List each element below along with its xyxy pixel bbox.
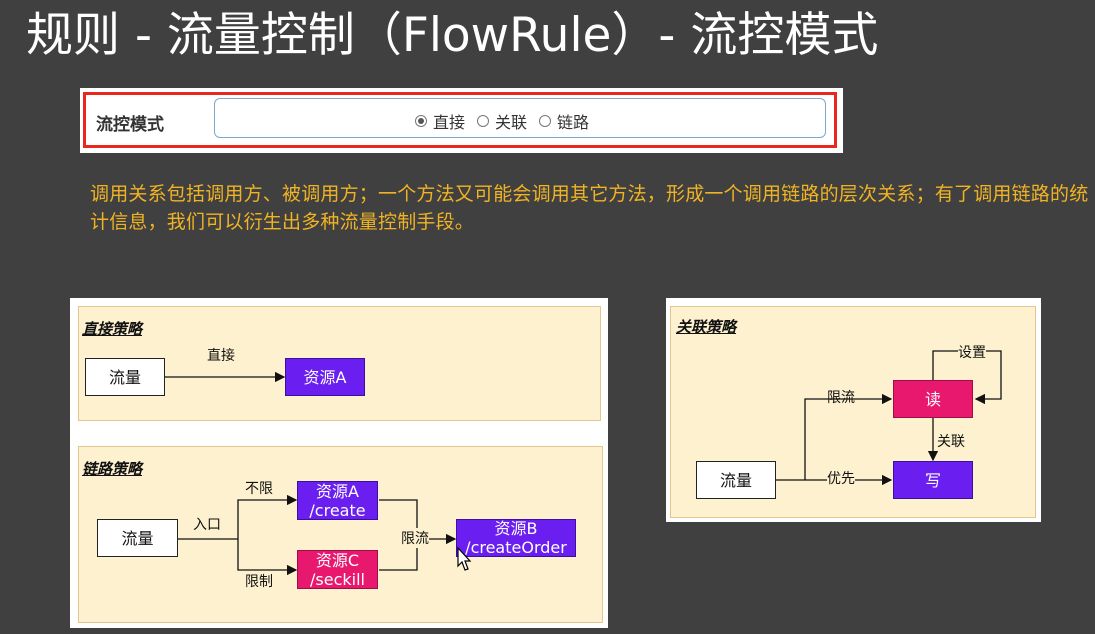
related-source-node: 流量	[696, 461, 776, 499]
chain-limit-edge-label: 限流	[401, 528, 429, 548]
chain-nodeA-line2: /create	[309, 500, 366, 520]
radio-unchecked-icon[interactable]	[539, 115, 552, 127]
read-node: 读	[893, 380, 973, 418]
direct-source-node: 流量	[85, 358, 165, 396]
chain-source-node: 流量	[97, 519, 178, 557]
radio-related-label: 关联	[495, 113, 528, 132]
related-set-edge-label: 设置	[958, 342, 986, 362]
chain-nodeB: 资源B /createOrder	[456, 519, 576, 557]
chain-nodeA: 资源A /create	[297, 481, 378, 520]
chain-nodeC-line2: /seckill	[310, 569, 365, 589]
direct-edges	[165, 371, 286, 383]
chain-nodeB-line2: /createOrder	[465, 538, 567, 557]
radio-checked-icon[interactable]	[415, 115, 427, 127]
radio-direct[interactable]: 直接	[415, 109, 465, 133]
direct-strategy-pane: 直接策略 流量 直接 资源A	[78, 306, 601, 421]
radio-chain-label: 链路	[557, 113, 590, 132]
chain-lower-edge-label: 限制	[245, 574, 273, 590]
chain-strategy-title: 链路策略	[82, 460, 143, 478]
description-text: 调用关系包括调用方、被调用方；一个方法又可能会调用其它方法，形成一个调用链路的层…	[90, 183, 1089, 233]
chain-entry-label: 入口	[193, 514, 221, 534]
radio-chain[interactable]: 链路	[539, 109, 589, 133]
radio-direct-label: 直接	[433, 113, 466, 132]
direct-edge-label: 直接	[207, 348, 235, 364]
flow-mode-field: 直接 关联 链路	[214, 98, 826, 138]
highlight-border	[83, 92, 837, 148]
direct-strategy-title: 直接策略	[82, 320, 143, 338]
chain-nodeA-line1: 资源A	[316, 481, 359, 501]
chain-nodeC: 资源C /seckill	[297, 550, 378, 589]
flow-mode-radio-group: 直接 关联 链路	[415, 109, 601, 133]
radio-related[interactable]: 关联	[477, 109, 527, 133]
direct-target-node: 资源A	[285, 358, 365, 396]
related-limit-edge-label: 限流	[827, 390, 855, 406]
chain-edges	[178, 494, 457, 576]
chain-upper-edge-label: 不限	[245, 481, 273, 497]
page-title: 规则 - 流量控制（FlowRule）- 流控模式	[26, 8, 879, 63]
chain-nodeB-line1: 资源B	[494, 519, 538, 538]
radio-unchecked-icon[interactable]	[477, 115, 490, 127]
flow-mode-label: 流控模式	[96, 115, 164, 135]
flow-mode-panel: 流控模式 直接 关联 链路	[80, 88, 843, 153]
chain-nodeC-line1: 资源C	[315, 550, 360, 570]
related-strategy-title: 关联策略	[676, 318, 737, 336]
chain-strategy-pane: 链路策略 流量 入口 不限 限制 资源A /create 资源C /seckil…	[78, 446, 603, 623]
write-node: 写	[893, 461, 973, 499]
related-strategy-pane: 关联策略 流量 读 写 设置 限流 关联 优先	[670, 306, 1036, 518]
related-priority-edge-label: 优先	[827, 468, 855, 488]
left-diagram-panel: 直接策略 流量 直接 资源A 链路策略 流量 入口 不限 限制 资源A /cre…	[70, 298, 608, 628]
right-diagram-panel: 关联策略 流量 读 写 设置 限流 关联 优先	[666, 298, 1041, 522]
mouse-cursor-icon	[457, 546, 472, 571]
related-relate-edge-label: 关联	[937, 434, 965, 450]
